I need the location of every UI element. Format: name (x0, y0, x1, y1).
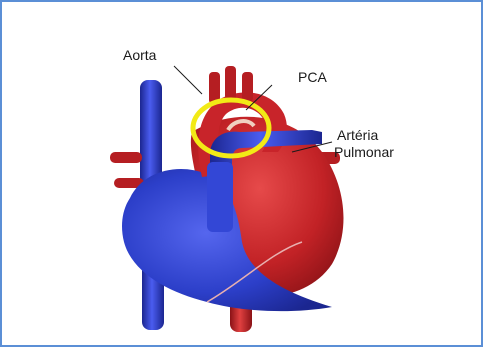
label-pulmonar: Pulmonar (334, 144, 394, 160)
label-arteria: Artéria (337, 127, 378, 143)
pulmonary-vein-left-1 (110, 152, 142, 163)
aorta-leader (174, 66, 202, 94)
aortic-branch-2 (225, 66, 236, 100)
label-pca: PCA (298, 69, 327, 85)
pulmonary-trunk (207, 162, 233, 232)
aortic-branch-3 (242, 72, 253, 102)
label-aorta: Aorta (123, 47, 157, 63)
